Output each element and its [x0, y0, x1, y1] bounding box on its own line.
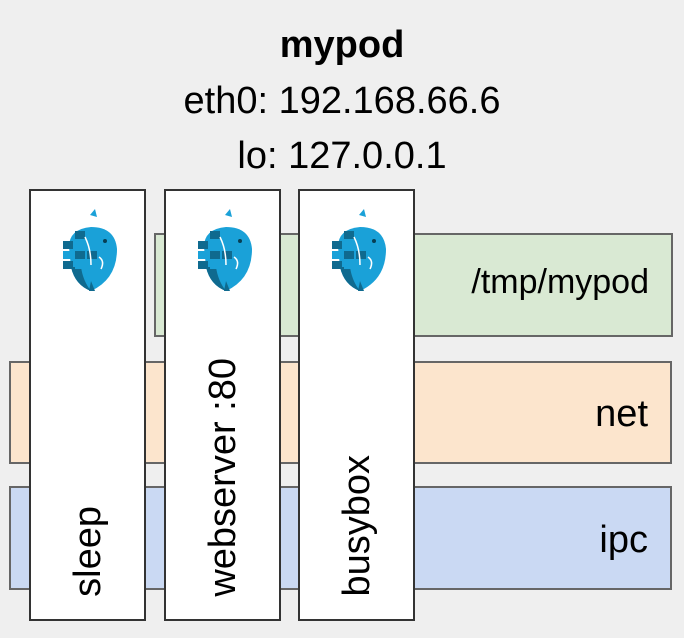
docker-whale-icon [198, 209, 252, 291]
container-webserver: webserver :80 [164, 189, 281, 621]
container-label: sleep [66, 506, 109, 597]
container-sleep: sleep [29, 189, 146, 621]
docker-whale-icon [63, 209, 117, 291]
net-band-label: net [595, 393, 648, 435]
pod-lo-address: lo: 127.0.0.1 [237, 135, 447, 177]
volume-band-label: /tmp/mypod [471, 263, 649, 301]
container-busybox: busybox [298, 189, 415, 621]
pod-name: mypod [279, 24, 405, 66]
docker-whale-icon [332, 209, 386, 291]
pod-eth0-address: eth0: 192.168.66.6 [183, 80, 501, 122]
container-label: busybox [335, 455, 378, 597]
ipc-band-label: ipc [599, 519, 648, 561]
container-label: webserver :80 [201, 358, 244, 597]
